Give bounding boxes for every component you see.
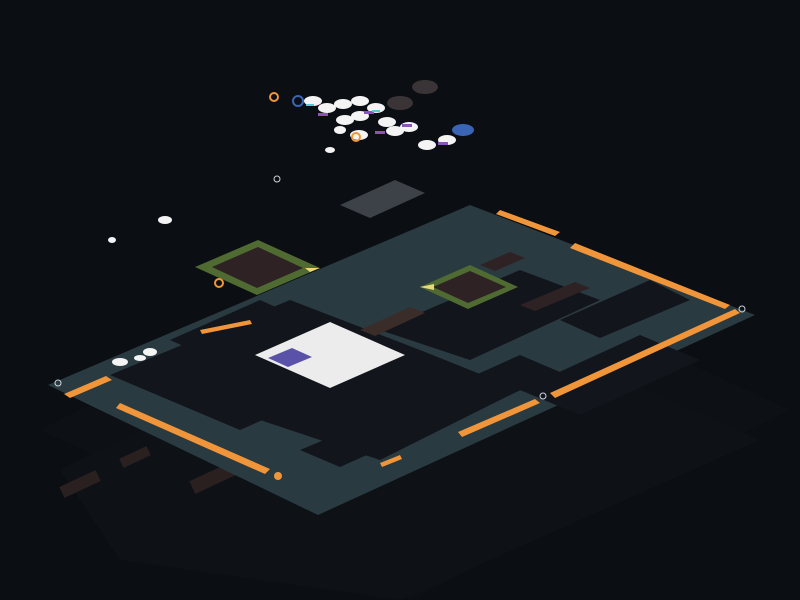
component-layer xyxy=(195,180,590,388)
blue-capacitor xyxy=(452,124,474,136)
main-board-layer xyxy=(48,175,755,515)
copper-rings xyxy=(214,92,361,288)
capacitors xyxy=(108,96,456,366)
pad-grid xyxy=(340,180,425,218)
rf-shield xyxy=(255,322,405,388)
copper-strips xyxy=(64,210,740,474)
top-component-layer xyxy=(108,80,474,366)
mounting-holes xyxy=(54,175,746,400)
